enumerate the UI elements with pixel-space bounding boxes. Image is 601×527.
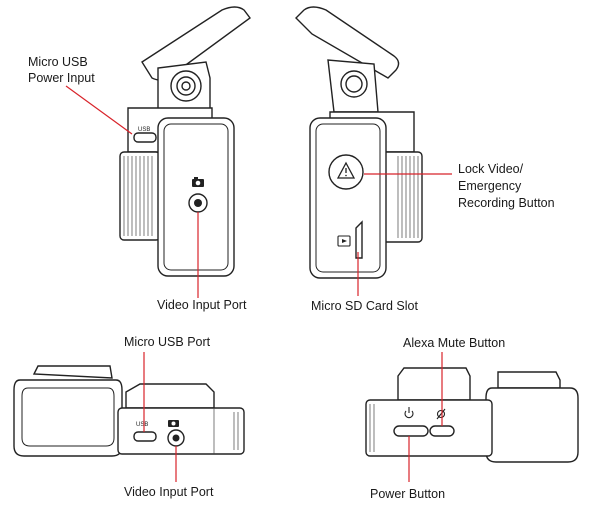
label-video-input-port-bottom: Video Input Port [124, 485, 214, 499]
micro-usb-port [133, 431, 157, 442]
sd-card-icon [337, 235, 351, 247]
dashcam-side-view-left: USB [13, 365, 245, 457]
label-power-button: Power Button [370, 487, 445, 501]
mount-plate-right [295, 6, 400, 79]
callout-micro-usb-power [65, 85, 133, 135]
camera-body-rear [309, 117, 387, 279]
mic-mute-icon [436, 408, 446, 420]
dashcam-front-view: USB [119, 6, 251, 277]
label-micro-usb-power-input-2: Power Input [28, 71, 95, 85]
mount-block-left [13, 379, 123, 457]
usb-marking-top: USB [138, 127, 150, 133]
power-button[interactable] [393, 425, 429, 437]
dashcam-side-view-right [365, 367, 579, 463]
power-icon [404, 407, 414, 419]
mount-plate [141, 6, 251, 81]
camera-body-side-right [365, 399, 493, 457]
warning-triangle-icon [336, 161, 356, 179]
label-lock-video-1: Lock Video/ [458, 162, 524, 176]
dashcam-rear-view [295, 6, 423, 279]
label-micro-usb-power-input-1: Micro USB [28, 55, 88, 69]
label-micro-usb-port: Micro USB Port [124, 335, 211, 349]
label-alexa-mute-button: Alexa Mute Button [403, 336, 505, 350]
label-lock-video-2: Emergency [458, 179, 522, 193]
usb-port-top [133, 132, 157, 143]
micro-sd-card-slot[interactable] [355, 220, 363, 259]
label-lock-video-3: Recording Button [458, 196, 555, 210]
mount-block-right [485, 387, 579, 463]
alexa-mute-button[interactable] [429, 425, 455, 437]
camera-icon-bottom [168, 420, 179, 427]
label-micro-sd-card-slot: Micro SD Card Slot [311, 299, 418, 313]
label-video-input-port-top: Video Input Port [157, 298, 247, 312]
usb-marking-bottom: USB [136, 422, 148, 428]
camera-icon [192, 177, 204, 187]
